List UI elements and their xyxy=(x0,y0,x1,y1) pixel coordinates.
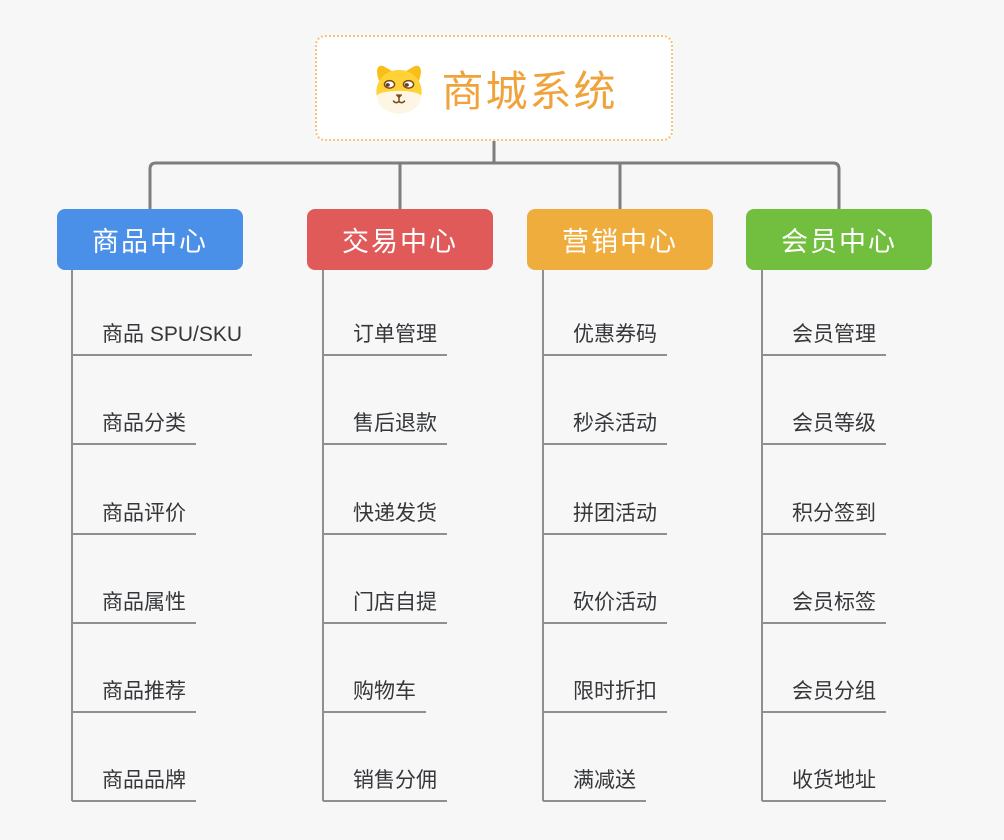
child-node-member-center-2[interactable]: 积分签到 xyxy=(762,500,886,535)
child-node-trade-center-1[interactable]: 售后退款 xyxy=(323,410,447,445)
child-node-product-center-1[interactable]: 商品分类 xyxy=(72,410,196,445)
branch-node-member-center[interactable]: 会员中心 xyxy=(746,209,932,270)
child-node-product-center-2[interactable]: 商品评价 xyxy=(72,500,196,535)
root-node-label: 商城系统 xyxy=(441,67,618,115)
child-node-marketing-center-5[interactable]: 满减送 xyxy=(543,767,646,802)
child-node-product-center-5[interactable]: 商品品牌 xyxy=(72,767,196,802)
child-node-marketing-center-3[interactable]: 砍价活动 xyxy=(543,589,667,624)
child-node-member-center-1[interactable]: 会员等级 xyxy=(762,410,886,445)
child-node-product-center-0[interactable]: 商品 SPU/SKU xyxy=(72,321,253,356)
shiba-dog-icon xyxy=(370,61,428,115)
root-node[interactable]: 商城系统 xyxy=(315,35,673,141)
child-node-member-center-5[interactable]: 收货地址 xyxy=(762,767,886,802)
child-node-marketing-center-1[interactable]: 秒杀活动 xyxy=(543,410,667,445)
child-node-marketing-center-4[interactable]: 限时折扣 xyxy=(543,678,667,713)
child-node-member-center-4[interactable]: 会员分组 xyxy=(762,678,886,713)
child-node-marketing-center-0[interactable]: 优惠券码 xyxy=(543,321,667,356)
child-node-product-center-4[interactable]: 商品推荐 xyxy=(72,678,196,713)
child-node-member-center-0[interactable]: 会员管理 xyxy=(762,321,886,356)
child-node-trade-center-3[interactable]: 门店自提 xyxy=(323,589,447,624)
child-node-member-center-3[interactable]: 会员标签 xyxy=(762,589,886,624)
child-node-product-center-3[interactable]: 商品属性 xyxy=(72,589,196,624)
child-node-trade-center-5[interactable]: 销售分佣 xyxy=(323,767,447,802)
branch-node-product-center[interactable]: 商品中心 xyxy=(57,209,243,270)
child-node-marketing-center-2[interactable]: 拼团活动 xyxy=(543,500,667,535)
child-node-trade-center-4[interactable]: 购物车 xyxy=(323,678,426,713)
child-node-trade-center-0[interactable]: 订单管理 xyxy=(323,321,447,356)
branch-node-trade-center[interactable]: 交易中心 xyxy=(307,209,493,270)
child-node-trade-center-2[interactable]: 快递发货 xyxy=(323,500,447,535)
branch-node-marketing-center[interactable]: 营销中心 xyxy=(527,209,713,270)
